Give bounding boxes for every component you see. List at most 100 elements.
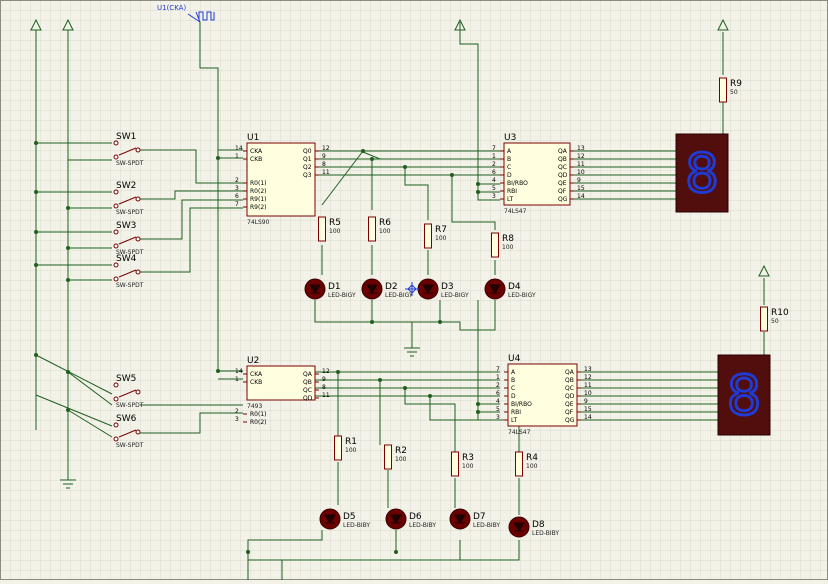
pin-label: QA	[558, 148, 568, 155]
pin-number: 6	[496, 390, 500, 397]
resistor-body	[334, 435, 342, 461]
pin-label: CKB	[250, 379, 262, 386]
pin-label: QD	[303, 395, 313, 402]
clock-generator[interactable]: U1(CKA)	[157, 4, 215, 23]
switch-ref: SW5	[116, 374, 136, 384]
resistor-body	[424, 223, 432, 249]
led-type: LED-BIGY	[441, 292, 469, 299]
chip-type: 74LS47	[508, 429, 531, 436]
pin-number: 2	[496, 382, 500, 389]
chip-ref: U1	[247, 133, 259, 143]
pin-number: 2	[492, 161, 496, 168]
pin-number: 6	[235, 193, 239, 200]
pin-label: D	[507, 172, 512, 179]
pin-number: 2	[235, 408, 239, 415]
switch-ref: SW1	[116, 132, 136, 142]
pin-label: D	[511, 393, 516, 400]
pin-label: QC	[303, 387, 312, 394]
power-terminal-icon	[717, 18, 729, 31]
resistor-ref: R2	[395, 446, 407, 456]
resistor-value: 100	[462, 463, 474, 470]
switch-type: SW-SPDT	[116, 402, 144, 409]
pin-label: Q0	[303, 148, 312, 155]
junctions	[34, 141, 480, 554]
pin-number: 9	[577, 177, 581, 184]
resistor-body	[384, 444, 392, 470]
pin-label: QG	[565, 417, 575, 424]
resistor-ref: R1	[345, 437, 357, 447]
pin-number: 14	[577, 193, 585, 200]
pin-number: 12	[577, 153, 585, 160]
resistor-value: 100	[526, 463, 538, 470]
resistor-ref: R5	[329, 218, 341, 228]
pin-label: QA	[303, 371, 313, 378]
resistor-body	[515, 451, 523, 477]
pin-label: R0(1)	[250, 180, 267, 187]
pin-number: 9	[322, 153, 326, 160]
pin-label: CKA	[250, 371, 263, 378]
resistor-ref: R3	[462, 453, 474, 463]
power-terminal-icon	[62, 18, 74, 31]
pin-label: CKA	[250, 148, 263, 155]
pin-label: Q3	[303, 172, 312, 179]
pin-number: 4	[496, 398, 500, 405]
switch-type: SW-SPDT	[116, 282, 144, 289]
wires	[35, 22, 765, 580]
pin-number: 12	[584, 374, 592, 381]
power-terminal-icon	[454, 18, 466, 31]
seven-segment-display[interactable]: 8	[717, 354, 771, 436]
led-ref: D5	[343, 512, 356, 522]
pin-label: QC	[558, 164, 567, 171]
pin-number: 15	[584, 406, 592, 413]
resistor-body	[318, 216, 326, 242]
pin-number: 15	[577, 185, 585, 192]
pin-number: 10	[584, 390, 592, 397]
pin-number: 7	[496, 366, 500, 373]
led-type: LED-BIGY	[328, 292, 356, 299]
diode-icon	[513, 522, 525, 532]
switch-type: SW-SPDT	[116, 442, 144, 449]
pin-label: QD	[565, 393, 575, 400]
chips-layer: U174LS90CKA14CKB1R0(1)2R0(2)3R9(1)6R9(2)…	[235, 133, 592, 436]
power-terminal-icon	[30, 18, 42, 31]
square-wave-icon	[198, 11, 215, 21]
led-type: LED-BIBY	[473, 522, 500, 529]
switch-ref: SW3	[116, 221, 136, 231]
resistor-ref: R9	[730, 79, 742, 89]
chip-u1[interactable]: U174LS90CKA14CKB1R0(1)2R0(2)3R9(1)6R9(2)…	[235, 133, 330, 226]
switch-layer: SW1SW-SPDTSW2SW-SPDTSW3SW-SPDTSW4SW-SPDT…	[113, 132, 144, 449]
seven-segment-display[interactable]: 8	[675, 133, 729, 213]
pin-label: RBI	[511, 409, 521, 416]
diode-icon	[390, 514, 402, 524]
